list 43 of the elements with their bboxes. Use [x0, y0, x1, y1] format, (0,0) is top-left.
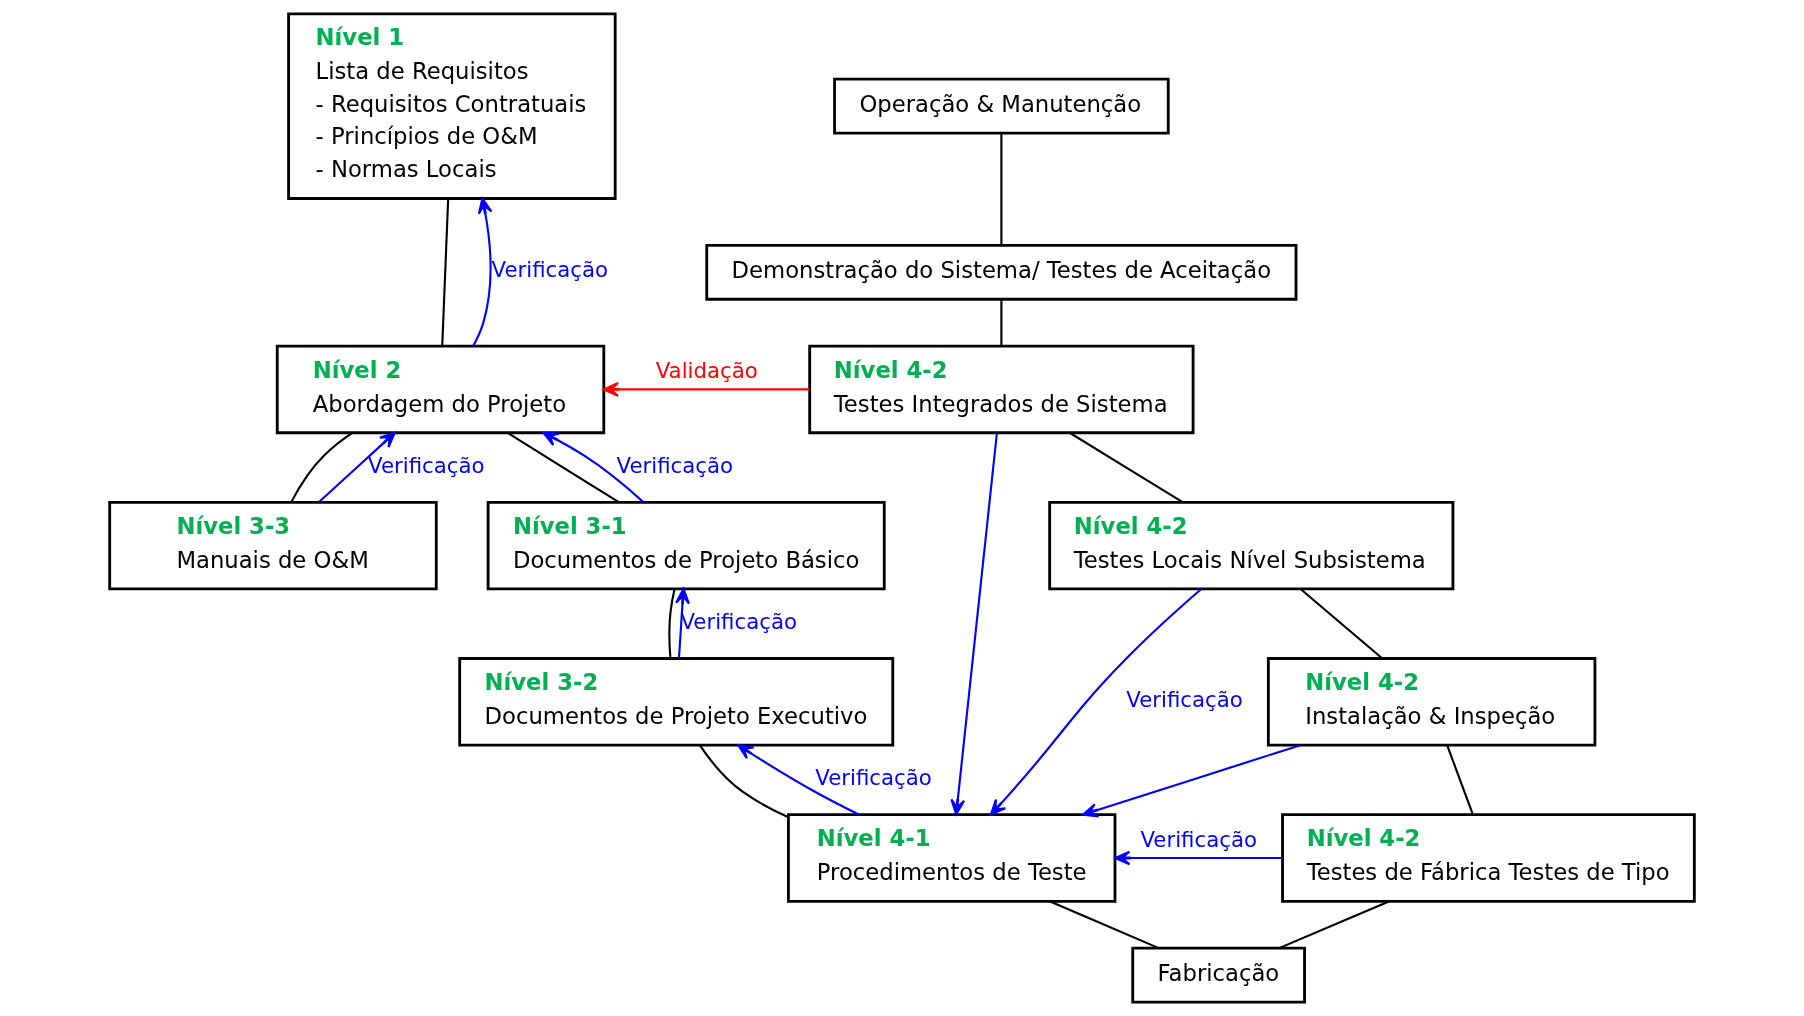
arrow — [472, 197, 493, 347]
connector — [1299, 588, 1383, 659]
connector — [1000, 299, 1003, 347]
node-box: Nível 2 Abordagem do Projeto — [275, 344, 606, 435]
connector — [1049, 900, 1160, 950]
arrow — [318, 431, 396, 503]
node-box: Nível 1 Lista de Requisitos - Requisitos Contratuais - Princípios de O&M - Normas Locais — [287, 12, 617, 200]
node-box: Fabricação — [1131, 946, 1306, 1004]
node-box: Operação & Manutenção — [833, 77, 1170, 135]
connector — [1000, 133, 1003, 246]
connector — [441, 198, 450, 347]
edge-label: Verificação — [616, 452, 734, 478]
node-box: Nível 3-2 Documentos de Projeto Executivo — [458, 657, 895, 747]
edge-label: Verificação — [815, 764, 932, 790]
connector — [290, 432, 353, 503]
arrow — [737, 744, 860, 816]
connector — [668, 588, 676, 659]
node-box: Nível 4-2 Testes Integrados de Sistema — [808, 344, 1195, 435]
arrow — [602, 382, 810, 397]
edge-label: Verificação — [491, 257, 609, 283]
node-box: Nível 4-1 Procedimentos de Teste — [787, 813, 1117, 903]
arrow — [675, 587, 690, 659]
arrow — [950, 432, 998, 816]
edge-label: Verificação — [1140, 826, 1258, 852]
node-box: Nível 4-2 Testes Locais Nível Subsistema — [1048, 500, 1455, 591]
edge-label: Verificação — [680, 608, 797, 634]
node-box: Demonstração do Sistema/ Testes de Aceitação — [705, 243, 1298, 301]
connector — [699, 744, 789, 819]
edge-label: Validação — [655, 358, 758, 384]
edge-label: Verificação — [1126, 686, 1243, 712]
node-box: Nível 3-3 Manuais de O&M — [108, 500, 438, 591]
connector — [1069, 431, 1184, 503]
arrow — [542, 431, 644, 503]
arrow — [989, 588, 1202, 816]
edge-label: Verificação — [368, 452, 485, 478]
arrow — [1082, 744, 1301, 818]
node-box: Nível 4-2 Testes de Fábrica Testes de Tipo — [1281, 813, 1696, 903]
arrow — [1114, 850, 1283, 866]
connector — [1446, 744, 1474, 815]
node-box: Nível 3-1 Documentos de Projeto Básico — [486, 500, 886, 591]
connector — [1278, 900, 1390, 950]
node-box: Nível 4-2 Instalação & Inspeção — [1266, 657, 1597, 747]
connector — [507, 431, 620, 504]
